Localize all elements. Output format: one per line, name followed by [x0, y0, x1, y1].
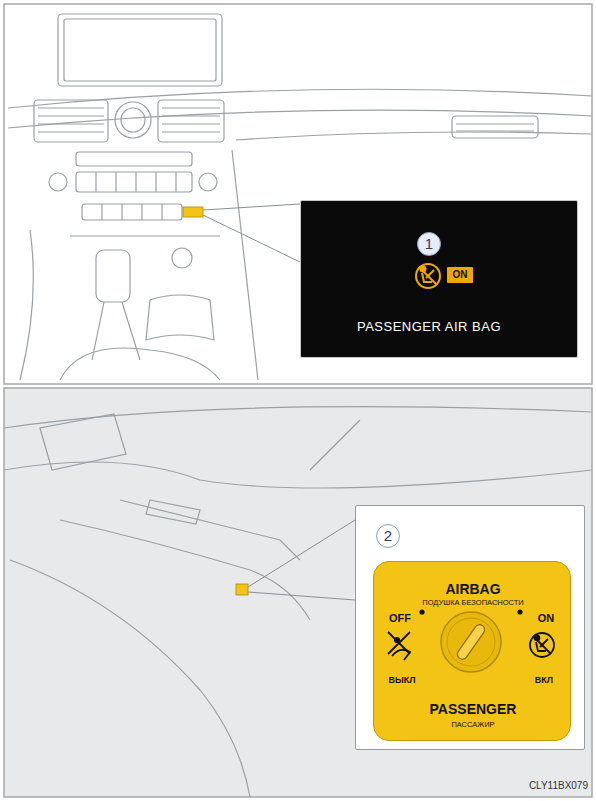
indicator-panel: ON 1PASSENGER AIR BAG [300, 200, 578, 358]
button-dividers [96, 172, 176, 192]
control-knob [121, 108, 145, 132]
callout-number: 2 [376, 524, 400, 548]
figure-code: CLY11BX079 [529, 780, 588, 792]
top-dashboard-drawing [8, 14, 592, 380]
dash-line [4, 462, 592, 488]
control-knob [115, 102, 151, 138]
console-edge [232, 150, 258, 380]
control-knob [172, 248, 192, 268]
vent-slats [456, 124, 534, 131]
armrest [60, 348, 220, 380]
top-leader-lines [183, 204, 300, 262]
dash-line [8, 89, 592, 108]
switch-position: ВЫКЛ [388, 675, 415, 685]
on-indicator: ON [447, 267, 473, 283]
vent [146, 500, 200, 524]
console-edge [20, 230, 33, 380]
pillar-line [310, 420, 360, 470]
gear-boot [92, 302, 140, 360]
leader-line [203, 204, 300, 262]
door-line [10, 560, 250, 797]
dash-line [4, 407, 592, 428]
vent [158, 100, 224, 142]
plate-heading: AIRBAG [445, 581, 500, 597]
plate-footer: PASSENGER [430, 701, 517, 717]
indicator-location [183, 207, 203, 217]
indicator-state: ON [453, 269, 468, 281]
control-knob [199, 173, 217, 191]
controller-pad [146, 295, 214, 340]
bottom-panel [4, 388, 592, 797]
plate-subfooter: ПАССАЖИР [451, 721, 494, 730]
leader-line [248, 520, 355, 600]
switch-position: OFF [389, 612, 411, 625]
button-row [76, 152, 192, 166]
vent-slats [162, 108, 220, 132]
display-glass [64, 19, 216, 81]
glovebox-line [60, 520, 310, 620]
button-dividers [102, 204, 162, 220]
switch-location [236, 584, 248, 595]
switch-position: ON [538, 612, 555, 625]
vent-slats [38, 108, 104, 132]
vent [452, 116, 538, 138]
bottom-dashboard-drawing [4, 407, 592, 797]
dash-line [8, 110, 592, 128]
control-knob [49, 173, 67, 191]
top-panel [4, 4, 592, 384]
button-row [76, 172, 192, 192]
callout-number: 1 [417, 232, 441, 256]
console-edge [70, 235, 220, 236]
switch-position: ВКЛ [535, 675, 553, 685]
panel-frames [4, 4, 592, 797]
button-row [82, 204, 182, 220]
vent [34, 100, 108, 142]
callout-box: AIRBAG ПОДУШКА БЕЗОПАСНОСТИ OFF ВЫКЛ ON ВКЛ PA… [355, 505, 585, 750]
gear-lever [96, 250, 130, 302]
bottom-leader-lines [236, 520, 355, 600]
glovebox-line [120, 500, 300, 560]
display-screen [58, 14, 222, 86]
plate-subheading: ПОДУШКА БЕЗОПАСНОСТИ [422, 599, 523, 608]
indicator-label: PASSENGER AIR BAG [357, 320, 501, 335]
switch-plate: AIRBAG ПОДУШКА БЕЗОПАСНОСТИ OFF ВЫКЛ ON ВКЛ PA… [373, 561, 571, 741]
